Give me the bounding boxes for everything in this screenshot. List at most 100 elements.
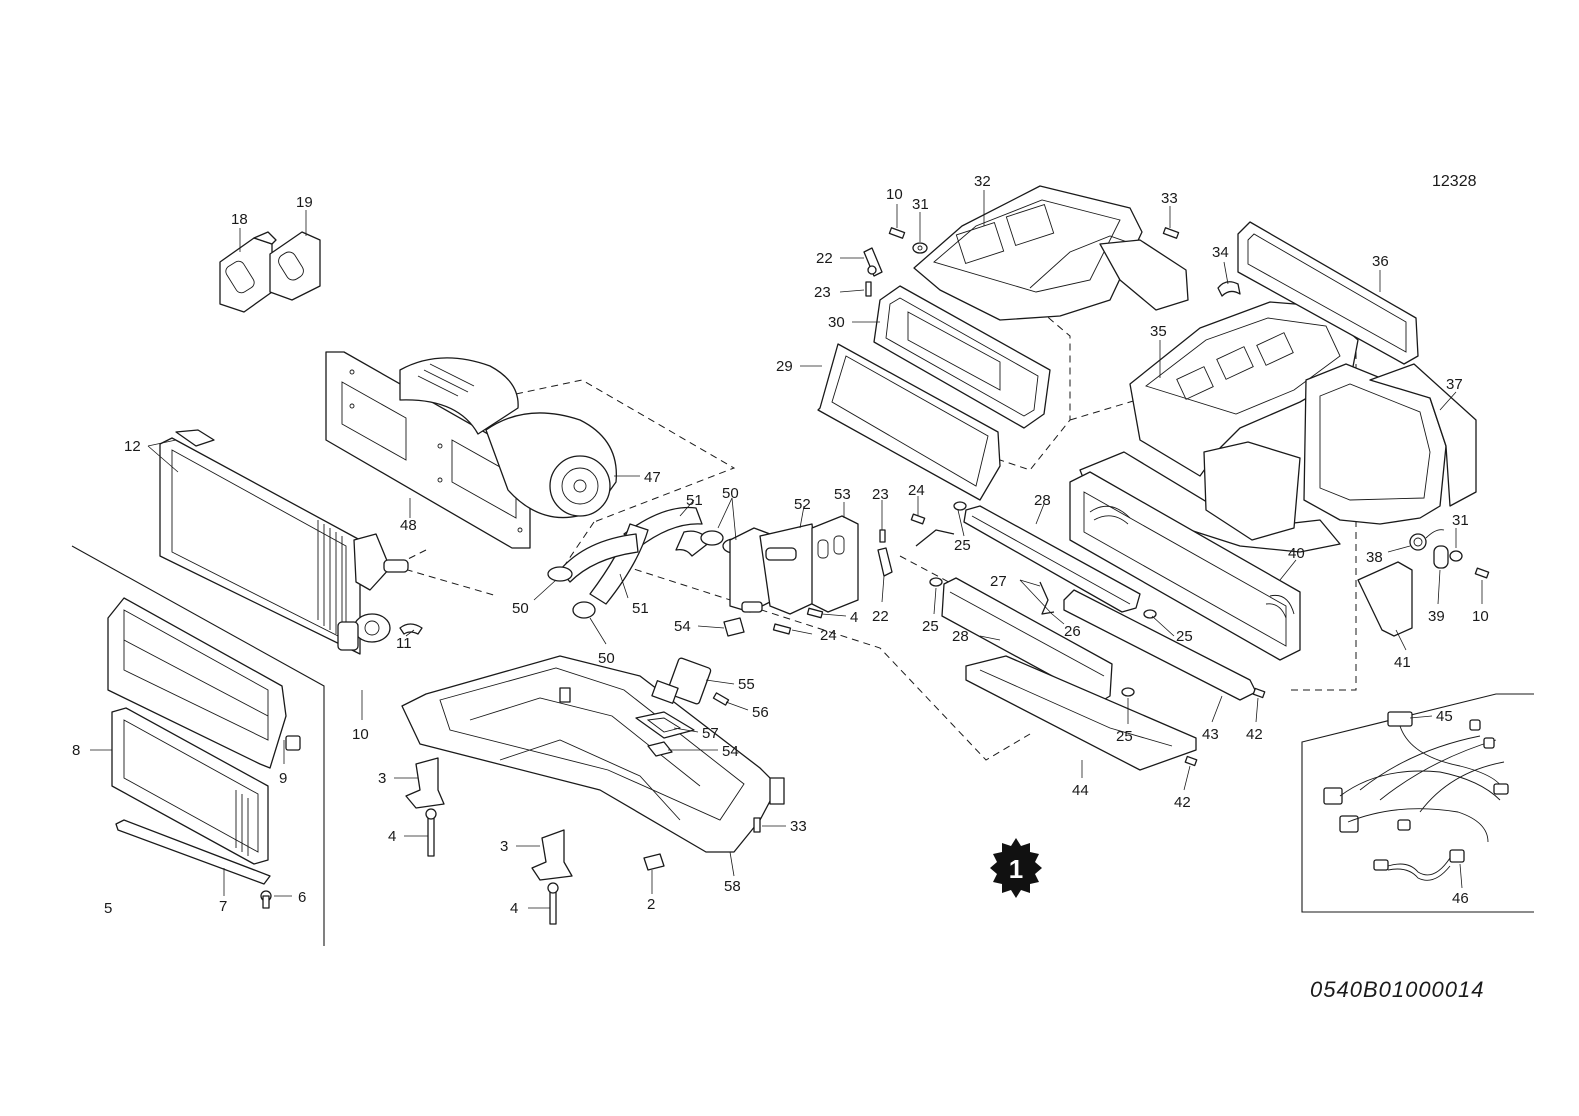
callout-57: 57	[702, 725, 719, 742]
part-6-screw	[260, 890, 272, 909]
callout-labels: 10 31 32 33 34 36 22 23 30 35 29 37 18 1…	[72, 173, 1489, 917]
part-54-clip-upper	[723, 617, 745, 637]
callout-39: 39	[1428, 608, 1445, 625]
part-41-cover	[1357, 561, 1413, 637]
callout-30: 30	[828, 314, 845, 331]
part-4-stud-b	[547, 882, 559, 925]
wiring-harness-box	[1301, 693, 1534, 913]
callout-43: 43	[1202, 726, 1219, 743]
callout-44: 44	[1072, 782, 1089, 799]
callout-55: 55	[738, 676, 755, 693]
evaporator-fins	[317, 520, 343, 638]
callout-4: 4	[510, 900, 518, 917]
callout-50: 50	[512, 600, 529, 617]
callout-40: 40	[1288, 545, 1305, 562]
callout-10: 10	[1472, 608, 1489, 625]
part-2-clip	[643, 853, 665, 871]
part-50-clamp-a	[547, 566, 573, 582]
part-28-rod-upper	[963, 505, 1141, 613]
callout-53: 53	[834, 486, 851, 503]
part-39-link	[1433, 545, 1449, 569]
part-45-harness	[1323, 711, 1509, 843]
callout-32: 32	[974, 173, 991, 190]
callout-9: 9	[279, 770, 287, 787]
part-44-plate	[965, 655, 1197, 771]
part-23-screw-upper	[865, 281, 872, 297]
callout-26: 26	[1064, 623, 1081, 640]
callout-29: 29	[776, 358, 793, 375]
callout-25: 25	[1176, 628, 1193, 645]
callout-6: 6	[298, 889, 306, 906]
callout-42: 42	[1246, 726, 1263, 743]
part-3-bracket-b	[531, 829, 573, 881]
badge-number: 1	[1009, 854, 1023, 884]
callout-23: 23	[872, 486, 889, 503]
callout-36: 36	[1372, 253, 1389, 270]
callout-50: 50	[598, 650, 615, 667]
callout-54: 54	[722, 743, 739, 760]
callout-27: 27	[990, 573, 1007, 590]
callout-19: 19	[296, 194, 313, 211]
part-28-rod-lower	[941, 577, 1113, 703]
part-33-screw-upper	[1162, 227, 1180, 239]
diagram-reference-number: 12328	[1432, 173, 1477, 190]
part-19-pad	[269, 231, 321, 301]
part-10-screw-upper	[888, 227, 906, 239]
callout-4: 4	[388, 828, 396, 845]
part-32-duct	[913, 185, 1189, 321]
leader-lines	[90, 190, 1483, 909]
callout-2: 2	[647, 896, 655, 913]
part-29-door	[817, 343, 1001, 501]
part-8-filter	[111, 707, 269, 865]
callout-8: 8	[72, 742, 80, 759]
callout-51: 51	[686, 492, 703, 509]
part-24-screw-mid	[772, 623, 792, 635]
part-23-screw-mid	[879, 529, 886, 543]
callout-24: 24	[908, 482, 925, 499]
part-12-evaporator	[159, 429, 409, 655]
filter-group-frame	[71, 545, 325, 946]
callout-10: 10	[886, 186, 903, 203]
part-30-gasket	[873, 285, 1051, 429]
part-33-screw-lower	[753, 817, 761, 833]
callout-34: 34	[1212, 244, 1229, 261]
callout-51: 51	[632, 600, 649, 617]
callout-47: 47	[644, 469, 661, 486]
callout-10: 10	[352, 726, 369, 743]
part-40-heater-core	[1069, 471, 1301, 661]
callout-33: 33	[1161, 190, 1178, 207]
callout-50: 50	[722, 485, 739, 502]
callout-33: 33	[790, 818, 807, 835]
part-31-washer-right	[1449, 550, 1463, 562]
part-10-screw-right	[1474, 567, 1490, 579]
part-11-clip	[399, 623, 423, 635]
callout-3: 3	[500, 838, 508, 855]
callout-3: 3	[378, 770, 386, 787]
callout-31: 31	[1452, 512, 1469, 529]
part-46-cable	[1373, 849, 1465, 881]
callout-24: 24	[820, 627, 837, 644]
callout-42: 42	[1174, 794, 1191, 811]
part-expansion-valve	[337, 613, 391, 651]
callout-48: 48	[400, 517, 417, 534]
part-55-sensor	[651, 657, 712, 705]
part-34-clip	[1217, 281, 1241, 297]
part-53-valve-block	[811, 515, 859, 613]
part-56-screw	[712, 692, 730, 706]
part-3-bracket-a	[405, 757, 445, 809]
part-38-spring	[1409, 529, 1445, 551]
part-54-clip-lower	[647, 741, 673, 757]
callout-54: 54	[674, 618, 691, 635]
part-42-screws	[1184, 687, 1266, 767]
callout-35: 35	[1150, 323, 1167, 340]
part-22-link-mid	[877, 547, 893, 577]
part-24-lever-upper	[910, 513, 955, 547]
callout-23: 23	[814, 284, 831, 301]
callout-25: 25	[922, 618, 939, 635]
callout-5: 5	[104, 900, 112, 917]
part-58-lower-case	[401, 655, 785, 853]
callout-11: 11	[396, 635, 412, 652]
view-number-badge: 1	[990, 838, 1042, 898]
part-52-valve-bracket	[729, 523, 821, 615]
